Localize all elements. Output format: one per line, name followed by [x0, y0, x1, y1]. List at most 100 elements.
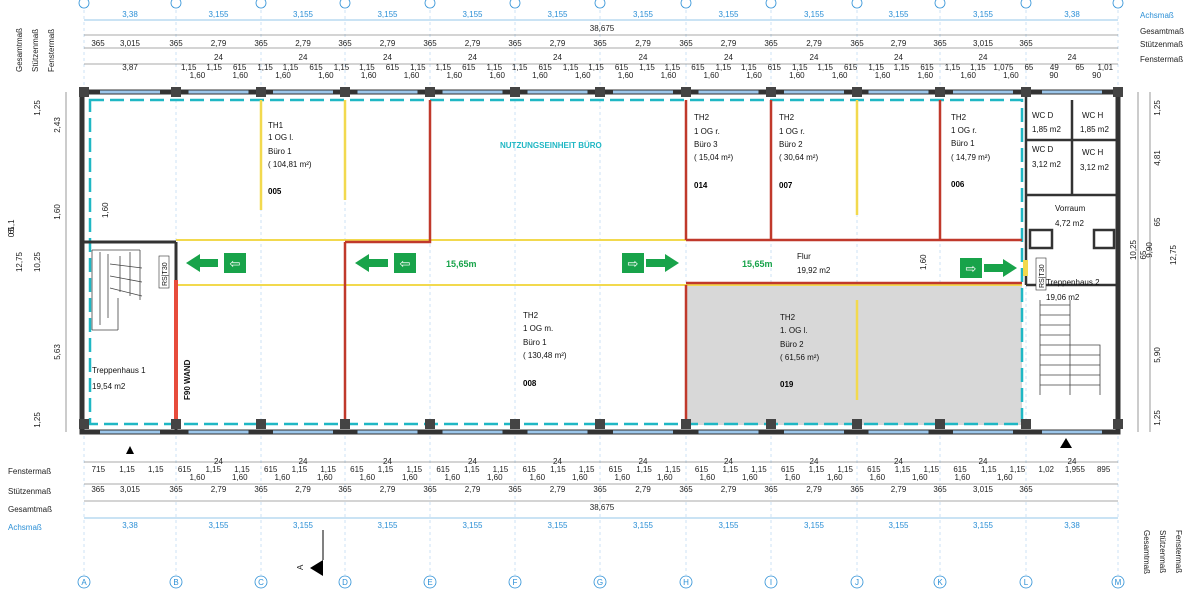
- fenster-dim-mid: 615: [264, 465, 278, 474]
- axis-marker: [508, 575, 522, 589]
- column: [595, 419, 605, 429]
- fenster-dim-mid: 1,15: [868, 63, 884, 72]
- exit-sign-1: ⇦: [186, 253, 246, 273]
- axis-dim-top: 3,155: [293, 10, 314, 19]
- svg-text:TH2: TH2: [694, 113, 710, 122]
- column: [852, 87, 862, 97]
- svg-text:⇦: ⇦: [400, 256, 411, 271]
- fenster-dim-upper: 24: [810, 53, 819, 62]
- axis-marker-top: [1020, 0, 1032, 9]
- axis-marker: [593, 575, 607, 589]
- axis-marker: [338, 575, 352, 589]
- axis-marker-top: [851, 0, 863, 9]
- stuetzen-dim-top: 2,79: [891, 39, 907, 48]
- axis-dim-bottom: 3,155: [547, 521, 568, 530]
- axis-letter: F: [513, 578, 518, 587]
- svg-text:WC H: WC H: [1082, 111, 1104, 120]
- stuetzen-dim-bottom: 365: [764, 485, 778, 494]
- column: [852, 419, 862, 429]
- svg-text:Flur: Flur: [797, 252, 811, 261]
- svg-text:( 104,81 m²): ( 104,81 m²): [268, 160, 312, 169]
- svg-text:019: 019: [780, 380, 794, 389]
- axis-letter: A: [81, 578, 87, 587]
- fenster-dim-low: 1,60: [318, 71, 334, 80]
- axis-dim-top: 3,155: [804, 10, 825, 19]
- fenster-dim-mid: 1,15: [1010, 465, 1026, 474]
- column: [510, 419, 520, 429]
- fenster-dim-mid: 1,955: [1065, 465, 1086, 474]
- axis-dim-bottom: 3,155: [377, 521, 398, 530]
- svg-text:008: 008: [523, 379, 537, 388]
- fenster-dim-mid: 1,15: [751, 465, 767, 474]
- axis-letter: I: [770, 578, 772, 587]
- column: [256, 87, 266, 97]
- column: [79, 419, 89, 429]
- axis-dim-bottom: 3,155: [888, 521, 909, 530]
- right-dim: 9,90: [1145, 242, 1154, 258]
- label-fenstermass-left: Fenstermaß: [47, 29, 56, 72]
- fenster-dim-low: 1,60: [190, 71, 206, 80]
- fenster-dim-mid: 1,15: [550, 465, 566, 474]
- axis-dim-bottom: 3,155: [973, 521, 994, 530]
- svg-text:Büro 1: Büro 1: [951, 139, 975, 148]
- label-stuetzenmass-bottom: Stützenmaß: [8, 487, 51, 496]
- fenster-dim-low: 90: [1092, 71, 1101, 80]
- fenster-dim-low: 1,60: [275, 71, 291, 80]
- svg-text:005: 005: [268, 187, 282, 196]
- room-007: TH2 1 OG r. Büro 2 ( 30,64 m²) 007: [779, 113, 818, 190]
- fenster-dim-mid: 1,15: [359, 63, 375, 72]
- axis-dim-bottom: 3,155: [718, 521, 739, 530]
- fenster-dim-low: 1,60: [572, 473, 588, 482]
- svg-text:19,54 m2: 19,54 m2: [92, 382, 126, 391]
- axis-marker-top: [509, 0, 521, 9]
- fenster-dim-mid: 1,15: [410, 63, 426, 72]
- axis-marker-top: [78, 0, 90, 9]
- red-walls: [343, 100, 1022, 424]
- axis-marker-top: [1112, 0, 1124, 9]
- fenster-dim-mid: 615: [920, 63, 934, 72]
- label-gesamtmass-bottom: Gesamtmaß: [8, 505, 52, 514]
- stuetzen-dim-bottom: 365: [933, 485, 947, 494]
- fenster-dim-mid: 1,15: [257, 63, 273, 72]
- fenster-dim-mid: 1,15: [436, 63, 452, 72]
- stuetzen-dim-top: 2,79: [806, 39, 822, 48]
- fenster-dim-mid: 65: [1075, 63, 1084, 72]
- stair1-steps: [91, 249, 143, 331]
- label-stuetzenmass-left: Stützenmaß: [31, 29, 40, 72]
- fenster-dim-mid: 1,01: [1097, 63, 1113, 72]
- fenster-dim-mid: 1,15: [206, 63, 222, 72]
- fenster-dim-mid: 1,15: [588, 63, 604, 72]
- fenster-dim-mid: 1,15: [636, 465, 652, 474]
- svg-text:( 61,56 m²): ( 61,56 m²): [780, 353, 819, 362]
- fenster-dim-low: 90: [1049, 71, 1058, 80]
- fenster-dim-upper: 24: [724, 457, 733, 466]
- fenster-dim-low: 1,60: [832, 71, 848, 80]
- column: [510, 87, 520, 97]
- fenster-dim-mid: 1,15: [981, 465, 997, 474]
- fenster-dim-mid: 615: [691, 63, 705, 72]
- fenster-dim-low: 1,60: [661, 71, 677, 80]
- fenster-dim-upper: 24: [810, 457, 819, 466]
- stuetzen-dim-bottom: 365: [508, 485, 522, 494]
- label-fenstermass-top: Fenstermaß: [1140, 55, 1183, 64]
- stuetzen-dim-top: 365: [593, 39, 607, 48]
- left-dim: 5,63: [53, 344, 62, 360]
- column: [340, 87, 350, 97]
- svg-text:1 OG r.: 1 OG r.: [779, 127, 805, 136]
- fenster-dim-low: 1,60: [317, 473, 333, 482]
- fenster-dim-mid: 1,15: [792, 63, 808, 72]
- svg-text:TH2: TH2: [951, 113, 967, 122]
- stuetzen-dim-top: 2,79: [295, 39, 311, 48]
- stuetzen-dim-top: 365: [254, 39, 268, 48]
- stuetzen-dim-bottom: 365: [91, 485, 105, 494]
- fenster-dim-low: 3,87: [122, 63, 138, 72]
- fenster-dim-upper: 24: [1068, 457, 1077, 466]
- exit-sign-2: ⇦: [355, 253, 416, 273]
- fenster-dim-low: 1,60: [614, 473, 630, 482]
- stuetzen-dim-bottom: 365: [169, 485, 183, 494]
- fenster-dim-mid: 1,15: [292, 465, 308, 474]
- svg-text:TH2: TH2: [523, 311, 539, 320]
- stuetzen-dim-bottom: 2,79: [295, 485, 311, 494]
- fenster-dim-mid: 615: [844, 63, 858, 72]
- yellow-partitions: [259, 100, 859, 400]
